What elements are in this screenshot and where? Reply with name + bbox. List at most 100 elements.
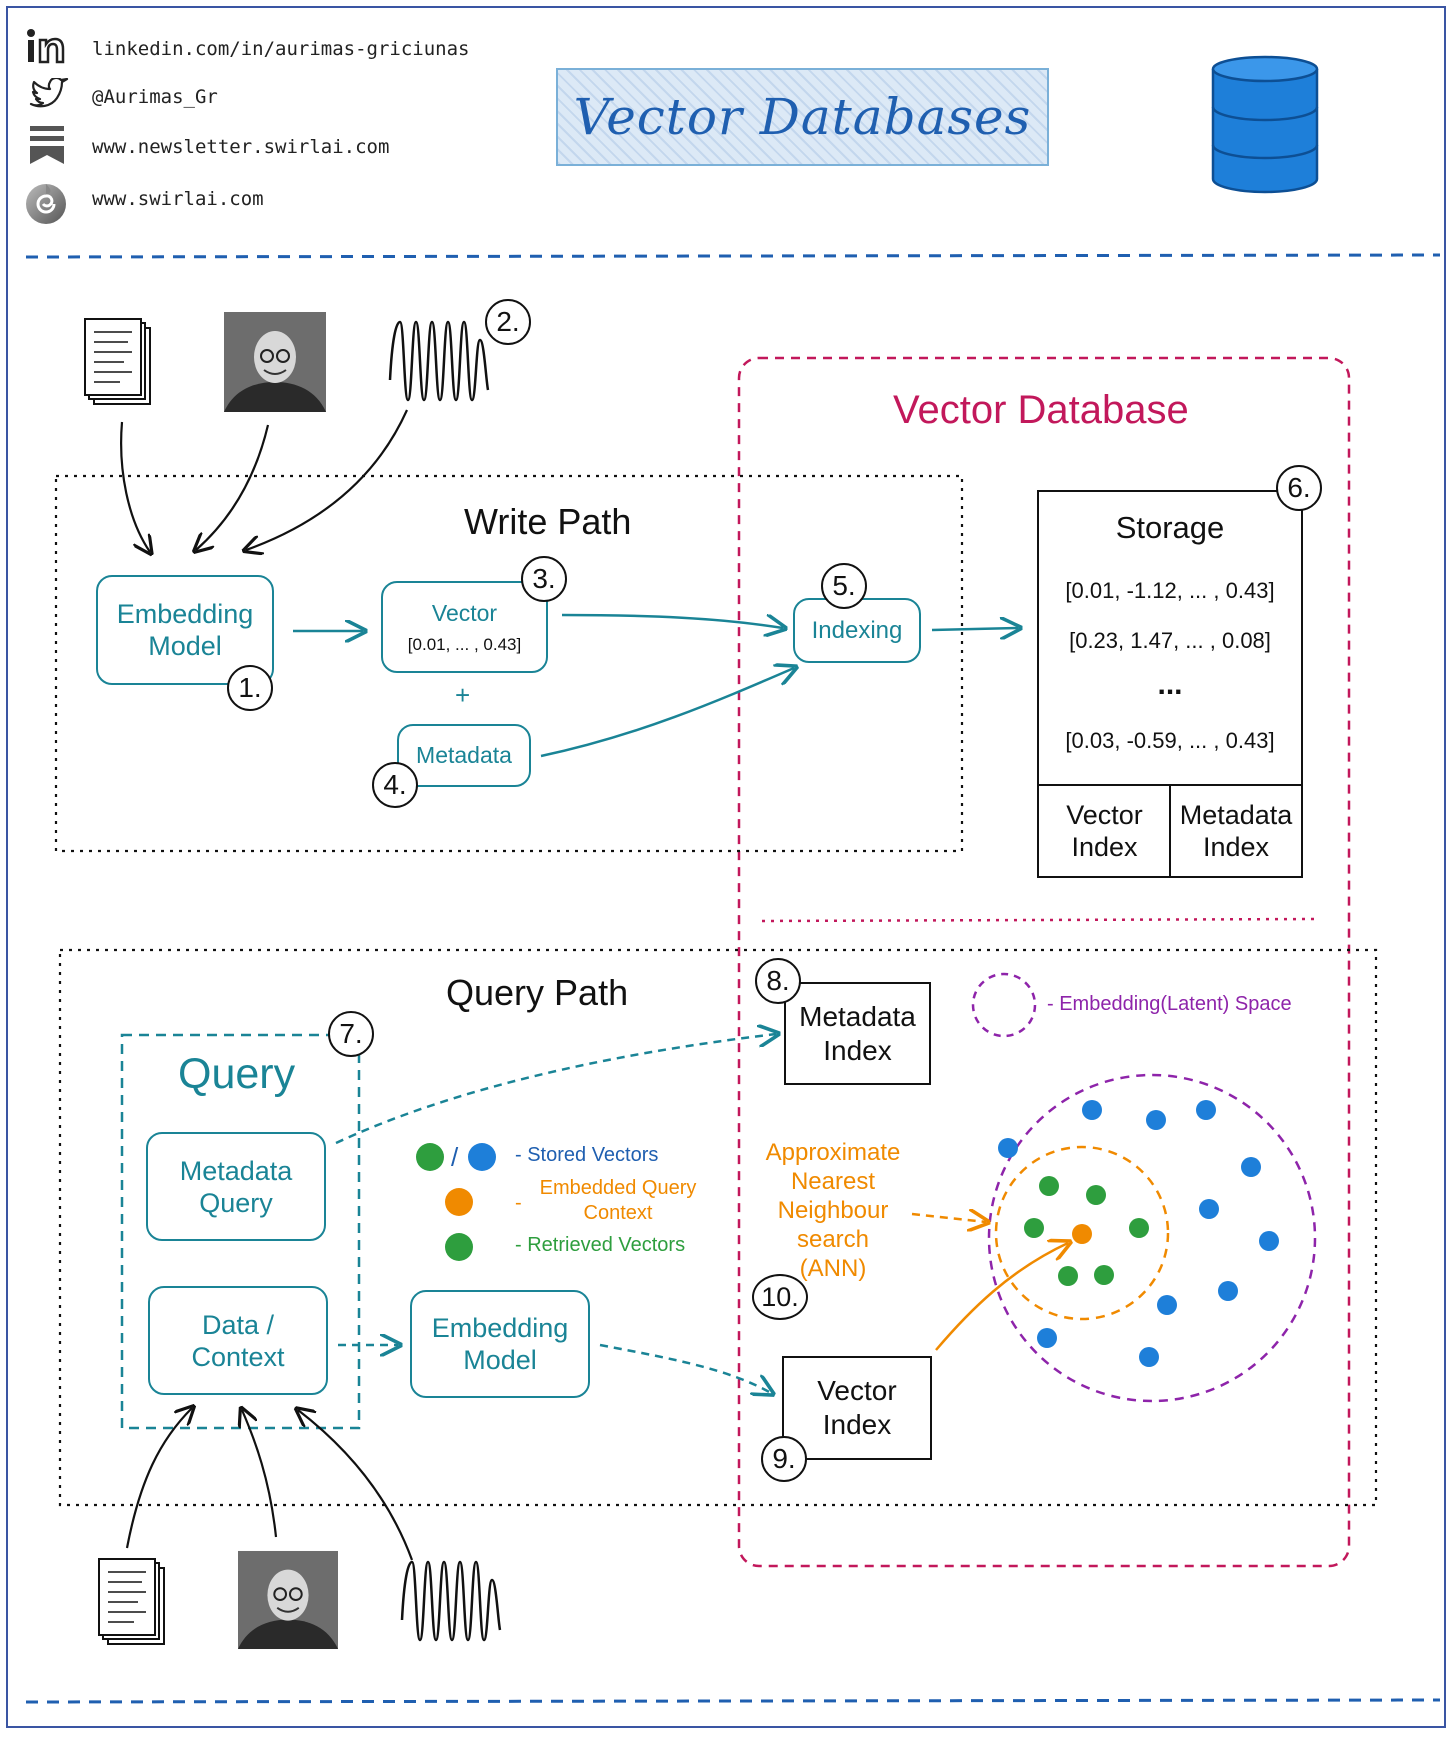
stored-vector-point — [1082, 1100, 1102, 1120]
legend-query-dash: - — [515, 1192, 522, 1214]
ann-line-3: Neighbour — [777, 1197, 889, 1224]
metadata-query-box[interactable]: Metadata Query — [146, 1132, 326, 1241]
stored-vector-blue-dot — [468, 1143, 496, 1171]
write-path-region — [54, 474, 964, 853]
storage-title: Storage — [1115, 510, 1225, 545]
legend-stored-vectors: - Stored Vectors — [515, 1144, 659, 1166]
vector-database-region — [737, 356, 1351, 1568]
query-audio-wave-icon — [400, 1560, 502, 1642]
stored-vector-point — [1241, 1157, 1261, 1177]
latent-space-circle — [987, 1073, 1317, 1403]
ann-line-2: Nearest — [790, 1168, 876, 1195]
retrieved-vector-point — [1058, 1266, 1078, 1286]
data-context-box[interactable]: Data / Context — [148, 1286, 328, 1395]
footer-separator — [25, 1698, 1441, 1704]
storage-row-1: [0.01, -1.12, ... , 0.43] — [1065, 578, 1275, 603]
storage-vector-index-line-1: Vector — [1066, 800, 1143, 830]
vector-database-title: Vector Database — [893, 388, 1189, 432]
audio-wave-icon — [388, 320, 490, 402]
query-vector-index-line-2: Index — [822, 1409, 892, 1440]
retrieved-vector-point — [1039, 1176, 1059, 1196]
retrieved-vector-points — [1024, 1176, 1149, 1286]
write-path-title: Write Path — [464, 501, 632, 542]
query-embedding-model-line-1: Embedding — [431, 1313, 569, 1343]
legend-slash: / — [451, 1142, 459, 1172]
stored-vector-point — [1157, 1295, 1177, 1315]
query-metadata-index-line-2: Index — [823, 1034, 892, 1066]
stored-vector-points — [998, 1100, 1279, 1367]
legend-latent-space: - Embedding(Latent) Space — [1047, 993, 1292, 1015]
vector-value: [0.01, ... , 0.43] — [407, 634, 522, 654]
stored-vector-point — [998, 1138, 1018, 1158]
query-vector-index-line-1: Vector — [817, 1375, 897, 1406]
stored-vector-green-dot — [416, 1143, 444, 1171]
metadata-query-line-1: Metadata — [179, 1155, 293, 1186]
query-path-region — [58, 948, 1378, 1507]
metadata-box: Metadata — [397, 724, 531, 787]
query-embedding-model: Embedding Model — [410, 1290, 590, 1398]
storage-row-2: [0.23, 1.47, ... , 0.08] — [1069, 628, 1271, 653]
step-5-badge: 5. — [821, 563, 867, 609]
website-url[interactable]: www.swirlai.com — [92, 188, 264, 210]
retrieved-vector-green-dot — [445, 1233, 473, 1261]
plus-sign: + — [455, 680, 471, 710]
retrieved-vector-point — [1024, 1218, 1044, 1238]
legend-embedded-query-line-1: Embedded Query — [539, 1177, 697, 1199]
ann-line-4: search — [796, 1226, 870, 1253]
stored-vector-point — [1259, 1231, 1279, 1251]
step-2-badge: 2. — [485, 299, 531, 345]
embedded-query-orange-dot — [445, 1188, 473, 1216]
query-path-title: Query Path — [446, 972, 629, 1013]
storage-vector-index-line-2: Index — [1071, 832, 1138, 862]
storage-row-3: [0.03, -0.59, ... , 0.43] — [1065, 728, 1275, 753]
legend-latent-space-circle — [971, 972, 1037, 1038]
query-metadata-index-line-1: Metadata — [799, 1000, 916, 1032]
newsletter-url[interactable]: www.newsletter.swirlai.com — [92, 136, 390, 158]
query-embedding-model-line-2: Model — [463, 1345, 537, 1375]
document-icon — [84, 318, 151, 405]
storage-metadata-index: Metadata Index — [1169, 784, 1303, 878]
page-frame — [6, 6, 1446, 1728]
indexing-label: Indexing — [811, 616, 903, 644]
vector-label: Vector — [431, 599, 498, 626]
storage-metadata-index-line-1: Metadata — [1179, 800, 1293, 830]
stored-vector-point — [1218, 1281, 1238, 1301]
retrieved-vector-point — [1129, 1218, 1149, 1238]
person-photo — [224, 312, 326, 412]
legend-retrieved-vectors: - Retrieved Vectors — [515, 1234, 686, 1256]
query-document-icon — [98, 1558, 165, 1645]
step-7-badge: 7. — [328, 1011, 374, 1057]
ann-line-5: (ANN) — [799, 1255, 867, 1282]
swirl-logo-icon — [26, 184, 66, 224]
data-context-line-2: Context — [191, 1341, 285, 1372]
legend-embedded-query: Embedded Query Context — [528, 1176, 708, 1226]
storage-metadata-index-line-2: Index — [1202, 832, 1270, 862]
query-title: Query — [178, 1050, 296, 1098]
linkedin-url[interactable]: linkedin.com/in/aurimas-griciunas — [92, 38, 470, 60]
embedded-query-point — [1072, 1224, 1092, 1244]
header-separator — [25, 253, 1441, 259]
retrieved-vector-point — [1094, 1265, 1114, 1285]
ann-neighbourhood-circle — [994, 1145, 1170, 1321]
twitter-handle[interactable]: @Aurimas_Gr — [92, 86, 218, 108]
step-9-badge: 9. — [761, 1436, 807, 1482]
legend-embedded-query-line-2: Context — [583, 1202, 653, 1224]
stored-vector-point — [1199, 1199, 1219, 1219]
data-context-line-1: Data / — [201, 1309, 275, 1340]
ann-label: Approximate Nearest Neighbour search (AN… — [746, 1138, 920, 1283]
stored-vector-point — [1037, 1328, 1057, 1348]
bookmark-icon — [30, 126, 64, 164]
stored-vector-point — [1139, 1347, 1159, 1367]
stored-vector-point — [1146, 1110, 1166, 1130]
vector-box: Vector [0.01, ... , 0.43] — [381, 581, 548, 673]
linkedin-icon — [27, 29, 65, 64]
twitter-icon — [29, 78, 69, 108]
step-6-badge: 6. — [1276, 465, 1322, 511]
query-metadata-index: Metadata Index — [784, 982, 931, 1085]
query-vector-index: Vector Index — [782, 1356, 932, 1460]
query-person-photo — [238, 1550, 338, 1650]
step-10-badge: 10. — [752, 1274, 808, 1320]
storage-vector-index: Vector Index — [1037, 784, 1172, 878]
